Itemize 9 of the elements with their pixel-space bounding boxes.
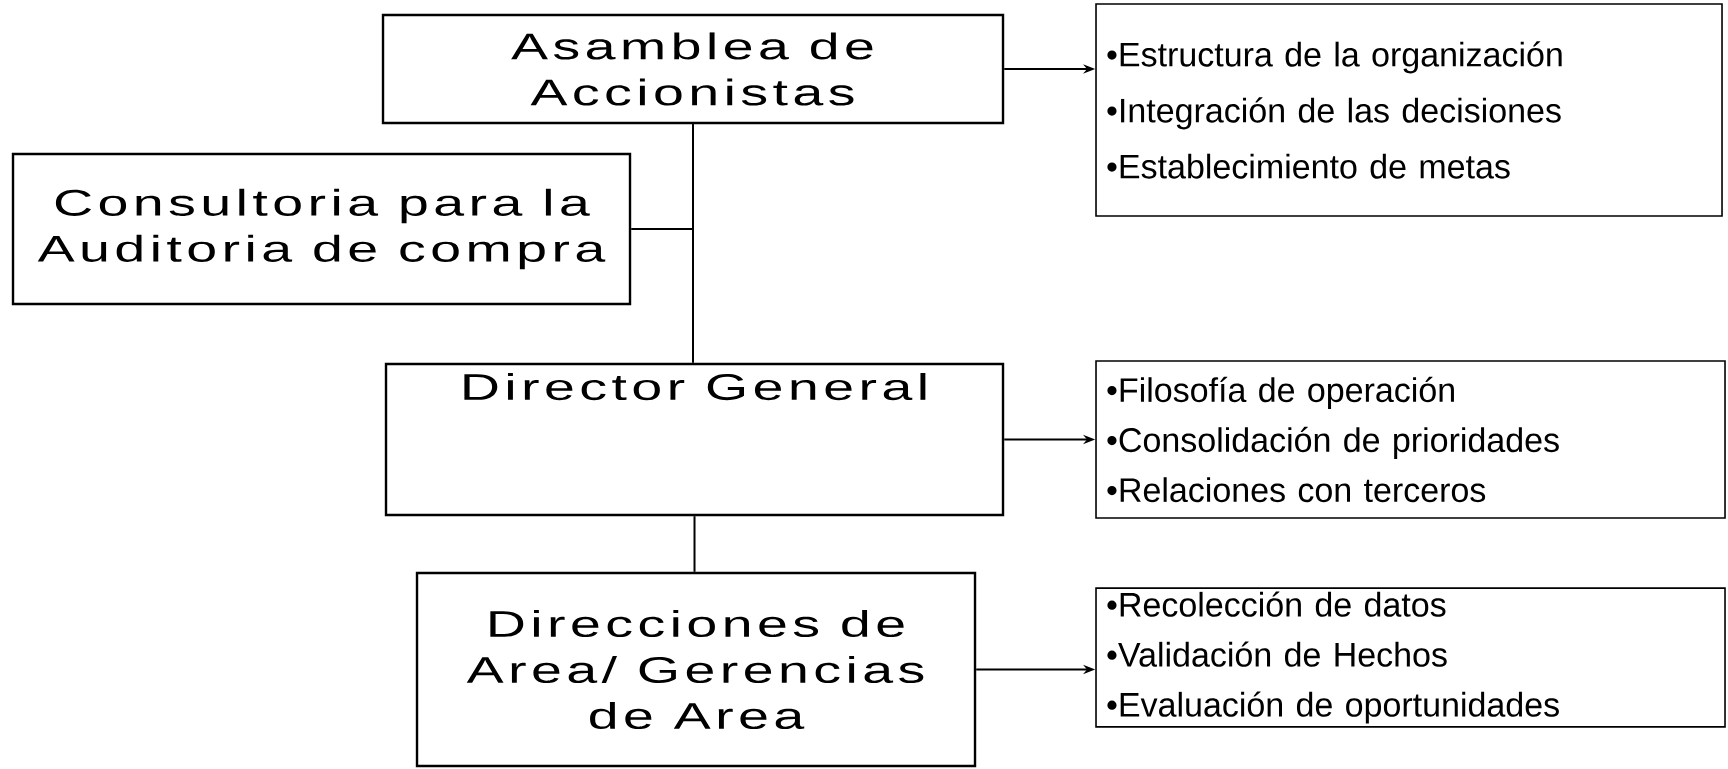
connector-line (693, 515, 696, 573)
bullet-list-box: •Recolección de datos •Validación de Hechos •Evaluación de oportunidades (1095, 587, 1726, 728)
connector-line (692, 123, 694, 364)
org-box: Consultoria para la Auditoria de compra (11, 152, 632, 306)
org-box: Asamblea de Accionistas (381, 13, 1005, 125)
org-box: Direcciones de Area/ Gerencias de Area (415, 571, 977, 768)
org-box: Director General (384, 362, 1005, 517)
bullet-list-box: •Filosofía de operación •Consolidación de prioridades •Relaciones con terceros (1095, 360, 1726, 519)
bullet-list-box: •Estructura de la organización •Integración de las decisiones •Establecimiento de metas (1095, 3, 1723, 217)
